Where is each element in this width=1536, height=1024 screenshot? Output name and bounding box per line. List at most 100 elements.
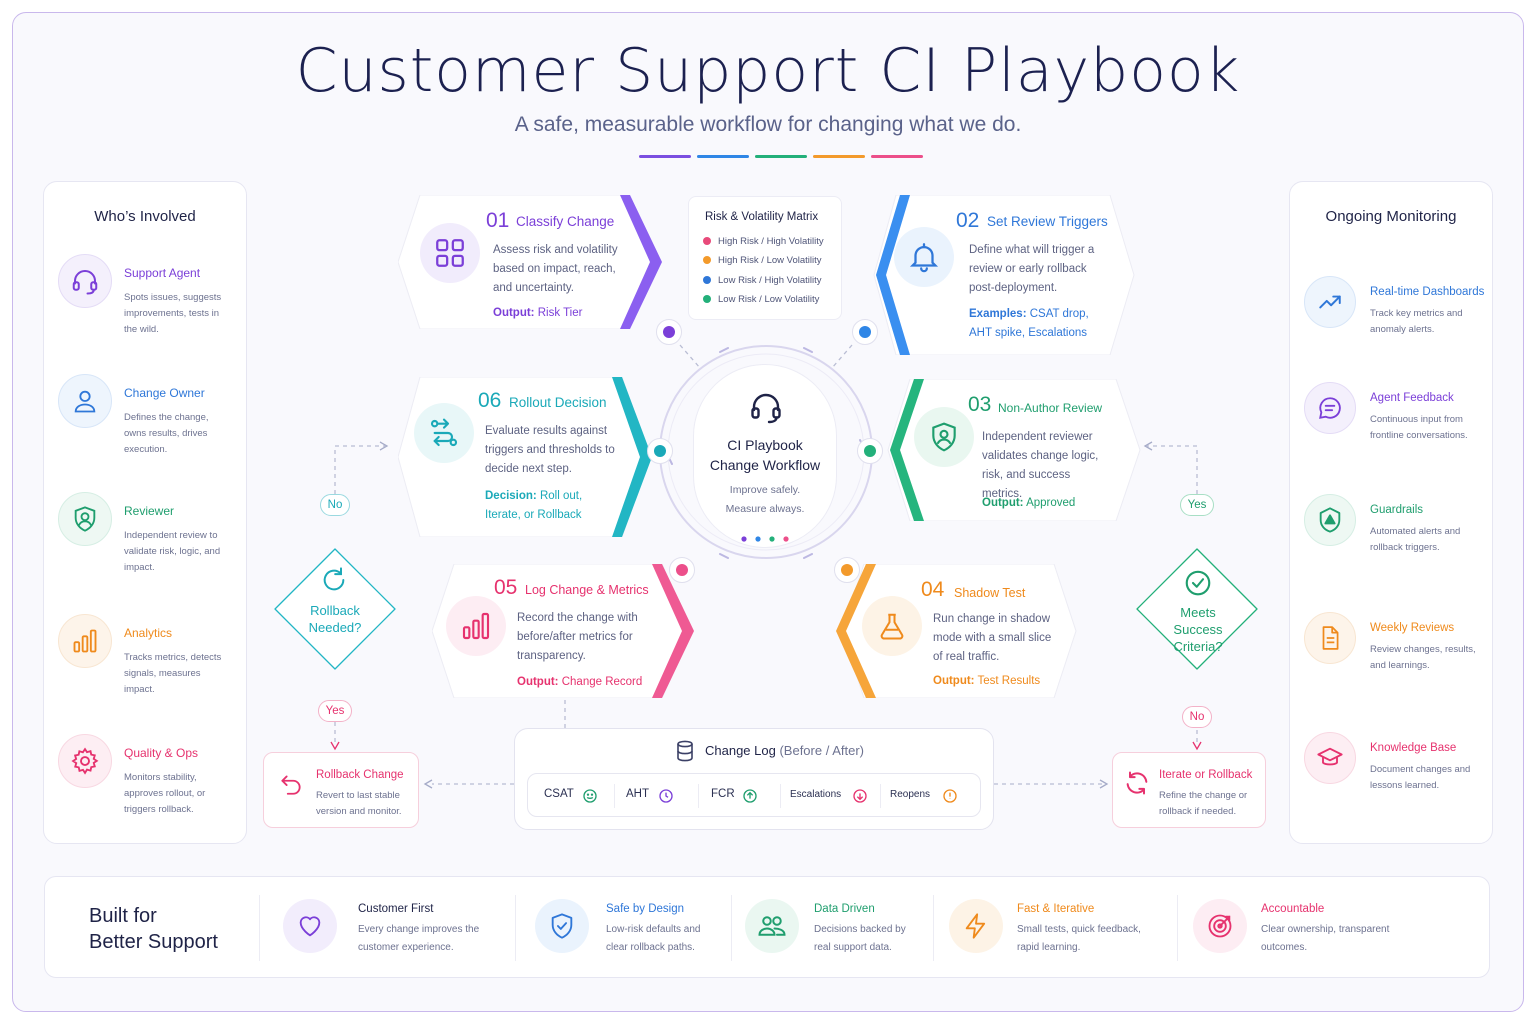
output-value: Test Results: [977, 675, 1041, 687]
step-number: 03: [968, 393, 992, 416]
role-desc: Tracks metrics, detects signals, measure…: [124, 652, 222, 695]
footer-title-line: Built for: [89, 905, 157, 927]
hub-sub-line: Measure always.: [725, 503, 805, 515]
accent-bar: [697, 155, 749, 158]
card-title: Rollback Change: [316, 769, 404, 781]
role-change-owner: Change Owner Defines the change, owns re…: [58, 374, 238, 474]
step-02-set-review-triggers: 02 Set Review Triggers Define what will …: [866, 195, 1136, 355]
value-name: Fast & Iterative: [1017, 903, 1095, 915]
metric-reopens: Reopens: [890, 789, 930, 800]
card-title: Iterate or Rollback: [1159, 769, 1253, 781]
shield-user-icon: [914, 407, 974, 467]
rollback-change-card: Rollback Change Revert to last stable ve…: [263, 752, 419, 828]
matrix-item: Low Risk / High Volatility: [703, 275, 821, 286]
clock-icon: [659, 789, 673, 803]
log-title-text: Change Log: [705, 743, 776, 758]
step-desc: Define what will trigger a review or ear…: [969, 244, 1095, 294]
iterate-rollback-card: Iterate or Rollback Refine the change or…: [1112, 752, 1266, 828]
step-number: 05: [494, 576, 518, 599]
step-output: Decision: Roll out, Iterate, or Rollback: [485, 487, 597, 525]
matrix-item-label: High Risk / Low Volatility: [718, 255, 822, 266]
user-icon: [58, 374, 112, 428]
heart-icon: [283, 899, 337, 953]
cycle-icon: [1123, 769, 1151, 801]
step-output: Examples: CSAT drop, AHT spike, Escalati…: [969, 305, 1109, 343]
step-output: Output: Test Results: [933, 672, 1040, 691]
role-support-agent: Support Agent Spots issues, suggests imp…: [58, 254, 238, 354]
metric-label: Reopens: [890, 789, 931, 800]
step-title: Classify Change: [516, 214, 615, 229]
bar-chart-icon: [58, 614, 112, 668]
rollback-decision-diamond: [274, 548, 396, 670]
user-shield-icon: [58, 492, 112, 546]
monitor-name: Guardrails: [1370, 504, 1424, 516]
flask-icon: [862, 596, 922, 656]
metric-divider: [780, 784, 781, 808]
decision-line: Needed?: [308, 620, 362, 635]
accent-bar: [755, 155, 807, 158]
hub-subtitle: Improve safely. Measure always.: [694, 481, 836, 519]
value-desc: Every change improves the customer exper…: [358, 924, 480, 953]
value-safe-by-design: Safe by Design Low-risk defaults and cle…: [535, 877, 735, 979]
connector-dot: [647, 438, 673, 464]
metric-aht: AHT: [626, 788, 649, 800]
output-label: Output:: [517, 676, 559, 688]
value-accountable: Accountable Clear ownership, transparent…: [1193, 877, 1433, 979]
step-desc: Assess risk and volatility based on impa…: [493, 244, 618, 294]
arrow-down-circle-icon: [853, 789, 867, 803]
success-decision-diamond: [1136, 548, 1258, 670]
footer-title-line: Better Support: [89, 931, 218, 953]
monitor-desc: Review changes, results, and learnings.: [1370, 644, 1476, 671]
roles-panel: Who’s Involved Support Agent Spots issue…: [43, 181, 247, 844]
value-name: Customer First: [358, 903, 434, 915]
value-desc: Clear ownership, transparent outcomes.: [1261, 924, 1390, 953]
decision-line: Rollback: [310, 603, 360, 618]
accent-bar: [871, 155, 923, 158]
monitor-name: Agent Feedback: [1370, 392, 1454, 404]
value-name: Safe by Design: [606, 903, 684, 915]
bar-chart-icon: [446, 596, 506, 656]
trend-up-icon: [1304, 276, 1356, 328]
output-label: Output:: [493, 307, 535, 319]
step-title: Shadow Test: [954, 586, 1026, 600]
hub-title-line: CI Playbook: [727, 437, 803, 453]
gear-icon: [58, 734, 112, 788]
hub-sub-line: Improve safely.: [729, 484, 801, 496]
matrix-item: High Risk / High Volatility: [703, 236, 824, 247]
yes-pill: Yes: [318, 700, 352, 722]
output-value: CSAT drop, AHT spike, Escalations: [969, 308, 1089, 339]
grid-icon: [420, 223, 480, 283]
value-desc: Low-risk defaults and clear rollback pat…: [606, 924, 701, 953]
role-reviewer: Reviewer Independent review to validate …: [58, 492, 238, 592]
footer-divider: [731, 895, 732, 961]
role-quality-ops: Quality & Ops Monitors stability, approv…: [58, 734, 238, 834]
step-03-non-author-review: 03 Non-Author Review Independent reviewe…: [880, 379, 1142, 521]
users-icon: [745, 899, 799, 953]
role-analytics: Analytics Tracks metrics, detects signal…: [58, 614, 238, 714]
value-desc: Small tests, quick feedback, rapid learn…: [1017, 924, 1141, 953]
connector-dot: [669, 557, 695, 583]
smile-icon: [583, 789, 597, 803]
matrix-item: High Risk / Low Volatility: [703, 255, 821, 266]
change-log: Change Log (Before / After) CSAT AHT FCR…: [514, 728, 994, 830]
step-number: 01: [486, 209, 510, 232]
step-06-rollout-decision: 06 Rollout Decision Evaluate results aga…: [398, 377, 660, 537]
step-output: Output: Risk Tier: [493, 304, 582, 323]
monitor-name: Real-time Dashboards: [1370, 286, 1485, 298]
output-label: Decision:: [485, 490, 537, 502]
card-desc: Revert to last stable version and monito…: [316, 790, 402, 817]
value-name: Accountable: [1261, 903, 1325, 915]
footer-divider: [515, 895, 516, 961]
decision-line: Criteria?: [1173, 639, 1223, 654]
output-value: Approved: [1026, 497, 1076, 509]
monitor-knowledge-base: Knowledge Base Document changes and less…: [1304, 732, 1490, 832]
metric-label: AHT: [626, 788, 649, 800]
step-title: Non-Author Review: [998, 401, 1103, 415]
role-name: Reviewer: [124, 504, 175, 518]
value-desc: Decisions backed by real support data.: [814, 924, 906, 953]
step-desc: Run change in shadow mode with a small s…: [933, 613, 1052, 663]
value-data-driven: Data Driven Decisions backed by real sup…: [745, 877, 945, 979]
